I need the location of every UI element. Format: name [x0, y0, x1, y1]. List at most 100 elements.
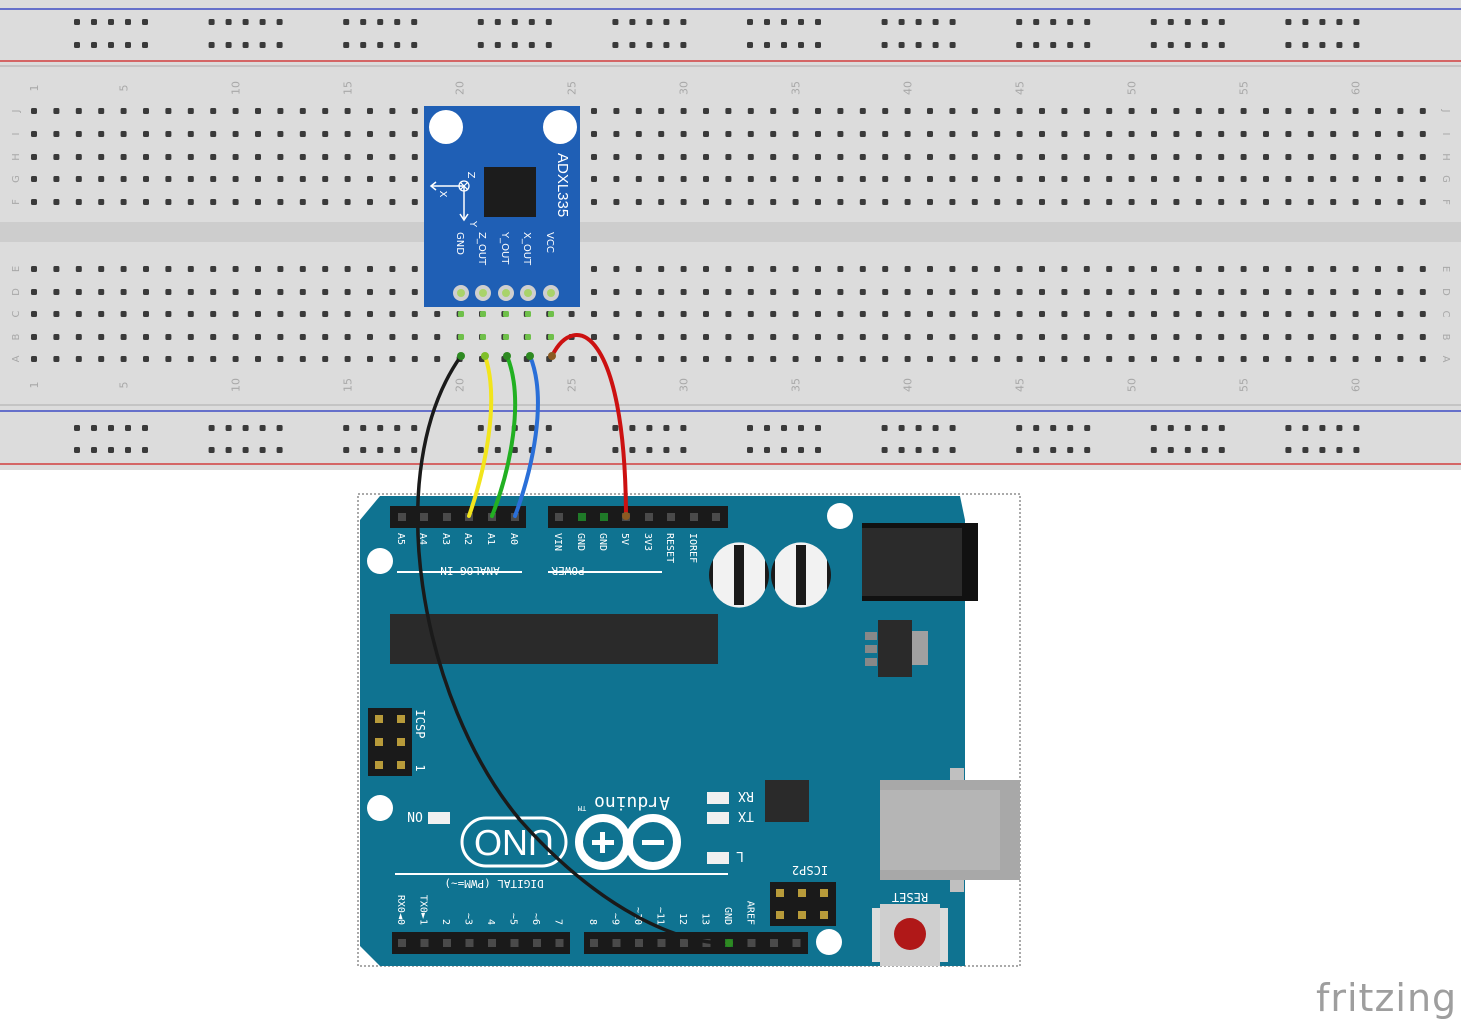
- rail-hole[interactable]: [225, 19, 232, 25]
- breadboard-hole[interactable]: [1106, 131, 1113, 137]
- breadboard-hole[interactable]: [1083, 266, 1090, 272]
- breadboard-hole[interactable]: [1397, 356, 1404, 362]
- breadboard-hole[interactable]: [770, 334, 777, 340]
- breadboard-hole[interactable]: [1375, 289, 1381, 295]
- breadboard-hole[interactable]: [120, 199, 127, 205]
- breadboard-hole[interactable]: [1285, 108, 1292, 114]
- breadboard-hole[interactable]: [837, 131, 844, 137]
- breadboard-hole[interactable]: [1263, 311, 1269, 317]
- breadboard-hole[interactable]: [1330, 131, 1337, 137]
- breadboard-hole[interactable]: [277, 334, 284, 340]
- rail-hole[interactable]: [915, 447, 922, 453]
- header-pin[interactable]: [712, 513, 720, 521]
- breadboard-hole[interactable]: [1039, 108, 1045, 114]
- rail-hole[interactable]: [1336, 19, 1343, 25]
- rail-hole[interactable]: [881, 19, 888, 25]
- rail-hole[interactable]: [1336, 425, 1343, 431]
- breadboard-hole[interactable]: [680, 311, 687, 317]
- breadboard-hole[interactable]: [31, 176, 37, 182]
- rail-hole[interactable]: [477, 19, 484, 25]
- breadboard-hole[interactable]: [904, 356, 911, 362]
- rail-hole[interactable]: [74, 42, 80, 48]
- breadboard-hole[interactable]: [277, 289, 284, 295]
- digital-pin[interactable]: [420, 939, 429, 947]
- rail-hole[interactable]: [612, 425, 619, 431]
- breadboard-hole[interactable]: [98, 176, 105, 182]
- breadboard-hole[interactable]: [949, 154, 956, 160]
- rail-hole[interactable]: [545, 425, 552, 431]
- breadboard-hole[interactable]: [98, 154, 105, 160]
- breadboard-hole[interactable]: [815, 176, 821, 182]
- breadboard-hole[interactable]: [1106, 176, 1113, 182]
- breadboard-hole[interactable]: [1128, 289, 1135, 295]
- rail-hole[interactable]: [1050, 19, 1057, 25]
- breadboard-hole[interactable]: [322, 334, 329, 340]
- breadboard-hole[interactable]: [927, 108, 933, 114]
- breadboard-hole[interactable]: [613, 108, 620, 114]
- rail-hole[interactable]: [377, 19, 384, 25]
- breadboard-hole[interactable]: [1151, 356, 1157, 362]
- breadboard-hole[interactable]: [971, 311, 978, 317]
- breadboard-hole[interactable]: [591, 311, 597, 317]
- breadboard-hole[interactable]: [120, 154, 127, 160]
- breadboard-hole[interactable]: [680, 154, 687, 160]
- breadboard-hole[interactable]: [859, 154, 866, 160]
- breadboard-hole[interactable]: [299, 311, 306, 317]
- breadboard-hole[interactable]: [120, 108, 127, 114]
- breadboard-hole[interactable]: [389, 108, 396, 114]
- breadboard-hole[interactable]: [994, 199, 1001, 205]
- breadboard-hole[interactable]: [367, 176, 373, 182]
- rail-hole[interactable]: [1184, 425, 1191, 431]
- breadboard-hole[interactable]: [1263, 154, 1269, 160]
- rail-hole[interactable]: [208, 425, 215, 431]
- breadboard-hole[interactable]: [949, 176, 956, 182]
- rail-hole[interactable]: [680, 425, 687, 431]
- breadboard-hole[interactable]: [1240, 108, 1247, 114]
- breadboard-hole[interactable]: [367, 311, 373, 317]
- breadboard-hole[interactable]: [367, 289, 373, 295]
- breadboard-hole[interactable]: [1285, 289, 1292, 295]
- breadboard-hole[interactable]: [389, 289, 396, 295]
- breadboard-hole[interactable]: [613, 334, 620, 340]
- breadboard-hole[interactable]: [1151, 108, 1157, 114]
- rail-hole[interactable]: [225, 447, 232, 453]
- breadboard-hole[interactable]: [949, 311, 956, 317]
- breadboard-hole[interactable]: [1240, 131, 1247, 137]
- breadboard-hole[interactable]: [210, 131, 217, 137]
- breadboard-hole[interactable]: [703, 334, 709, 340]
- breadboard-hole[interactable]: [882, 266, 889, 272]
- rail-hole[interactable]: [1084, 42, 1091, 48]
- digital-pin[interactable]: [398, 939, 406, 947]
- breadboard-hole[interactable]: [1419, 199, 1426, 205]
- breadboard-hole[interactable]: [591, 289, 597, 295]
- breadboard-hole[interactable]: [1083, 334, 1090, 340]
- breadboard-hole[interactable]: [31, 199, 37, 205]
- breadboard-hole[interactable]: [1352, 311, 1359, 317]
- breadboard-hole[interactable]: [1083, 154, 1090, 160]
- breadboard-hole[interactable]: [210, 266, 217, 272]
- breadboard-hole[interactable]: [411, 266, 418, 272]
- rail-hole[interactable]: [781, 42, 787, 48]
- breadboard-hole[interactable]: [143, 289, 149, 295]
- breadboard-hole[interactable]: [434, 334, 441, 340]
- breadboard-hole[interactable]: [904, 199, 911, 205]
- breadboard-hole[interactable]: [725, 108, 732, 114]
- rail-hole[interactable]: [394, 42, 401, 48]
- breadboard-hole[interactable]: [635, 266, 642, 272]
- breadboard-hole[interactable]: [1307, 334, 1314, 340]
- breadboard-hole[interactable]: [1330, 266, 1337, 272]
- rail-hole[interactable]: [646, 425, 653, 431]
- rail-hole[interactable]: [225, 42, 232, 48]
- breadboard-hole[interactable]: [1195, 311, 1202, 317]
- breadboard-hole[interactable]: [747, 154, 754, 160]
- rail-hole[interactable]: [1150, 447, 1157, 453]
- rail-hole[interactable]: [91, 42, 97, 48]
- breadboard-hole[interactable]: [1195, 334, 1202, 340]
- rail-hole[interactable]: [1050, 42, 1057, 48]
- breadboard-hole[interactable]: [367, 131, 373, 137]
- breadboard-hole[interactable]: [1307, 108, 1314, 114]
- breadboard-hole[interactable]: [591, 266, 597, 272]
- breadboard-hole[interactable]: [1352, 199, 1359, 205]
- breadboard-hole[interactable]: [255, 154, 261, 160]
- rail-hole[interactable]: [411, 447, 418, 453]
